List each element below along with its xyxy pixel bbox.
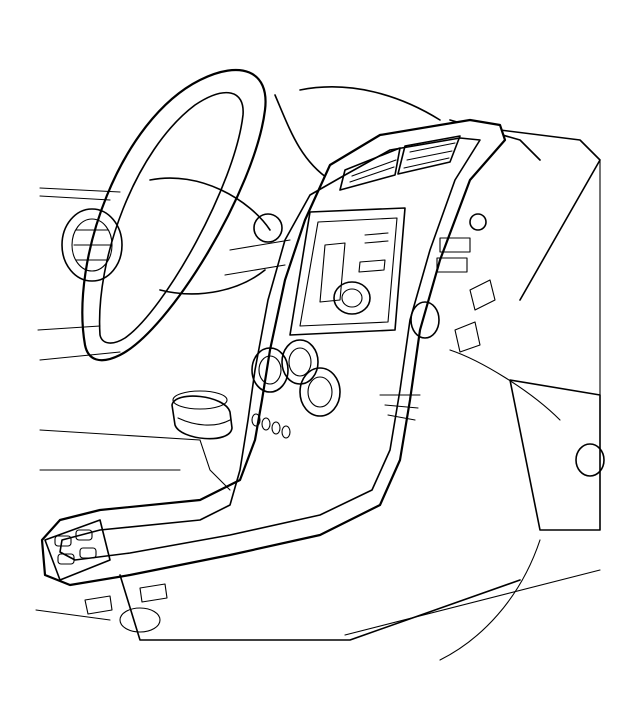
button-row (251, 413, 291, 439)
steering-wheel (81, 68, 291, 362)
climate-control-knobs (251, 339, 341, 417)
window-switch-panel (44, 519, 111, 581)
door-panel (439, 379, 605, 661)
radio-unit (289, 207, 406, 336)
center-air-vents (339, 135, 461, 191)
left-air-vent (61, 208, 123, 282)
shifter-knob (171, 390, 233, 491)
harness-connectors (379, 213, 561, 421)
console-base (84, 569, 601, 641)
